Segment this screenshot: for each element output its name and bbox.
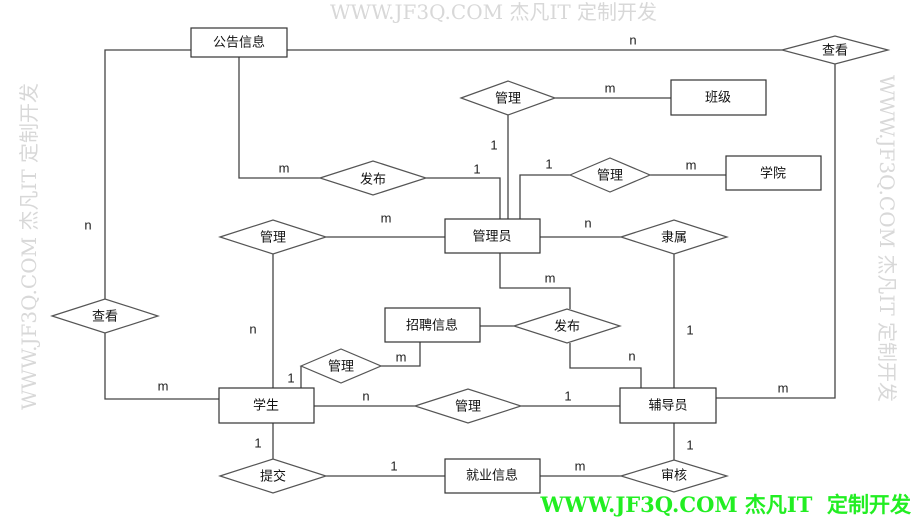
watermark: WWW.JF3Q.COM 杰凡IT 定制开发 (330, 0, 657, 24)
entity-label: 辅导员 (648, 399, 687, 414)
cardinality: 1 (686, 322, 693, 337)
entity-student[interactable]: 学生 (218, 387, 315, 424)
cardinality: n (249, 321, 256, 336)
relationship-label: 审核 (661, 469, 687, 484)
entity-label: 招聘信息 (406, 318, 458, 334)
rel-submit[interactable]: 提交 (218, 458, 328, 494)
entity-label: 学生 (253, 398, 279, 414)
rel-manage-recruit[interactable]: 管理 (299, 348, 383, 384)
entity-label: 管理员 (472, 230, 511, 245)
rel-view-top[interactable]: 查看 (779, 35, 891, 65)
rel-manage-mid[interactable]: 管理 (413, 388, 523, 424)
cardinality: 1 (564, 388, 571, 403)
cardinality: n (584, 215, 591, 230)
cardinality: n (629, 32, 636, 47)
watermarks: WWW.JF3Q.COM 杰凡IT 定制开发 WWW.JF3Q.COM 杰凡IT… (17, 0, 899, 410)
entity-label: 班级 (705, 91, 731, 106)
cardinality: m (396, 349, 407, 364)
cardinality: n (628, 348, 635, 363)
cardinality: m (279, 160, 290, 175)
rel-publish-notice[interactable]: 发布 (318, 160, 428, 196)
relationship-label: 管理 (455, 400, 481, 415)
cardinality: m (575, 458, 586, 473)
cardinalities: n m 1 1 m m 1 m n n m n 1 n 1 m m n 1 m … (84, 32, 788, 473)
cardinality: 1 (473, 161, 480, 176)
relationship-label: 管理 (328, 360, 354, 375)
watermark: WWW.JF3Q.COM 杰凡IT 定制开发 (875, 75, 899, 402)
relationship-label: 隶属 (661, 231, 687, 246)
cardinality: 1 (686, 437, 693, 452)
relationship-label: 管理 (495, 92, 521, 107)
relationship-label: 发布 (554, 319, 580, 335)
entity-college[interactable]: 学院 (725, 155, 822, 191)
rel-manage-left[interactable]: 管理 (218, 219, 328, 255)
cardinality: 1 (254, 435, 261, 450)
cardinality: 1 (390, 458, 397, 473)
entity-label: 学院 (760, 166, 786, 182)
entity-label: 公告信息 (213, 35, 265, 51)
entity-recruit[interactable]: 招聘信息 (384, 307, 481, 343)
cardinality: m (605, 80, 616, 95)
cardinality: m (381, 210, 392, 225)
cardinality: m (686, 157, 697, 172)
cardinality: m (158, 378, 169, 393)
rel-review[interactable]: 审核 (618, 459, 730, 493)
relationship-label: 查看 (822, 43, 848, 59)
entity-admin[interactable]: 管理员 (444, 218, 541, 254)
entity-employment[interactable]: 就业信息 (444, 458, 541, 494)
cardinality: m (545, 270, 556, 285)
cardinality: 1 (545, 156, 552, 171)
relationship-label: 提交 (260, 469, 286, 485)
rel-view-left[interactable]: 查看 (50, 298, 160, 334)
cardinality: n (362, 388, 369, 403)
rel-publish-recruit[interactable]: 发布 (512, 308, 622, 344)
entity-class[interactable]: 班级 (670, 79, 767, 116)
relationship-label: 查看 (92, 309, 118, 325)
relationship-label: 管理 (597, 169, 623, 184)
watermark: WWW.JF3Q.COM 杰凡IT 定制开发 (17, 83, 41, 410)
entity-label: 就业信息 (466, 468, 518, 484)
entity-notice[interactable]: 公告信息 (190, 27, 288, 58)
rel-belong[interactable]: 隶属 (619, 219, 729, 255)
entity-counselor[interactable]: 辅导员 (619, 387, 717, 424)
watermark-footer: WWW.JF3Q.COM 杰凡IT 定制开发 (540, 492, 911, 517)
cardinality: n (84, 217, 91, 232)
cardinality: m (778, 380, 789, 395)
relationship-label: 发布 (360, 172, 386, 188)
cardinality: 1 (490, 137, 497, 152)
cardinality: 1 (287, 370, 294, 385)
relationship-label: 管理 (260, 231, 286, 246)
rel-manage-college[interactable]: 管理 (568, 157, 652, 193)
rel-manage-class[interactable]: 管理 (459, 80, 557, 116)
connectors (104, 49, 836, 477)
